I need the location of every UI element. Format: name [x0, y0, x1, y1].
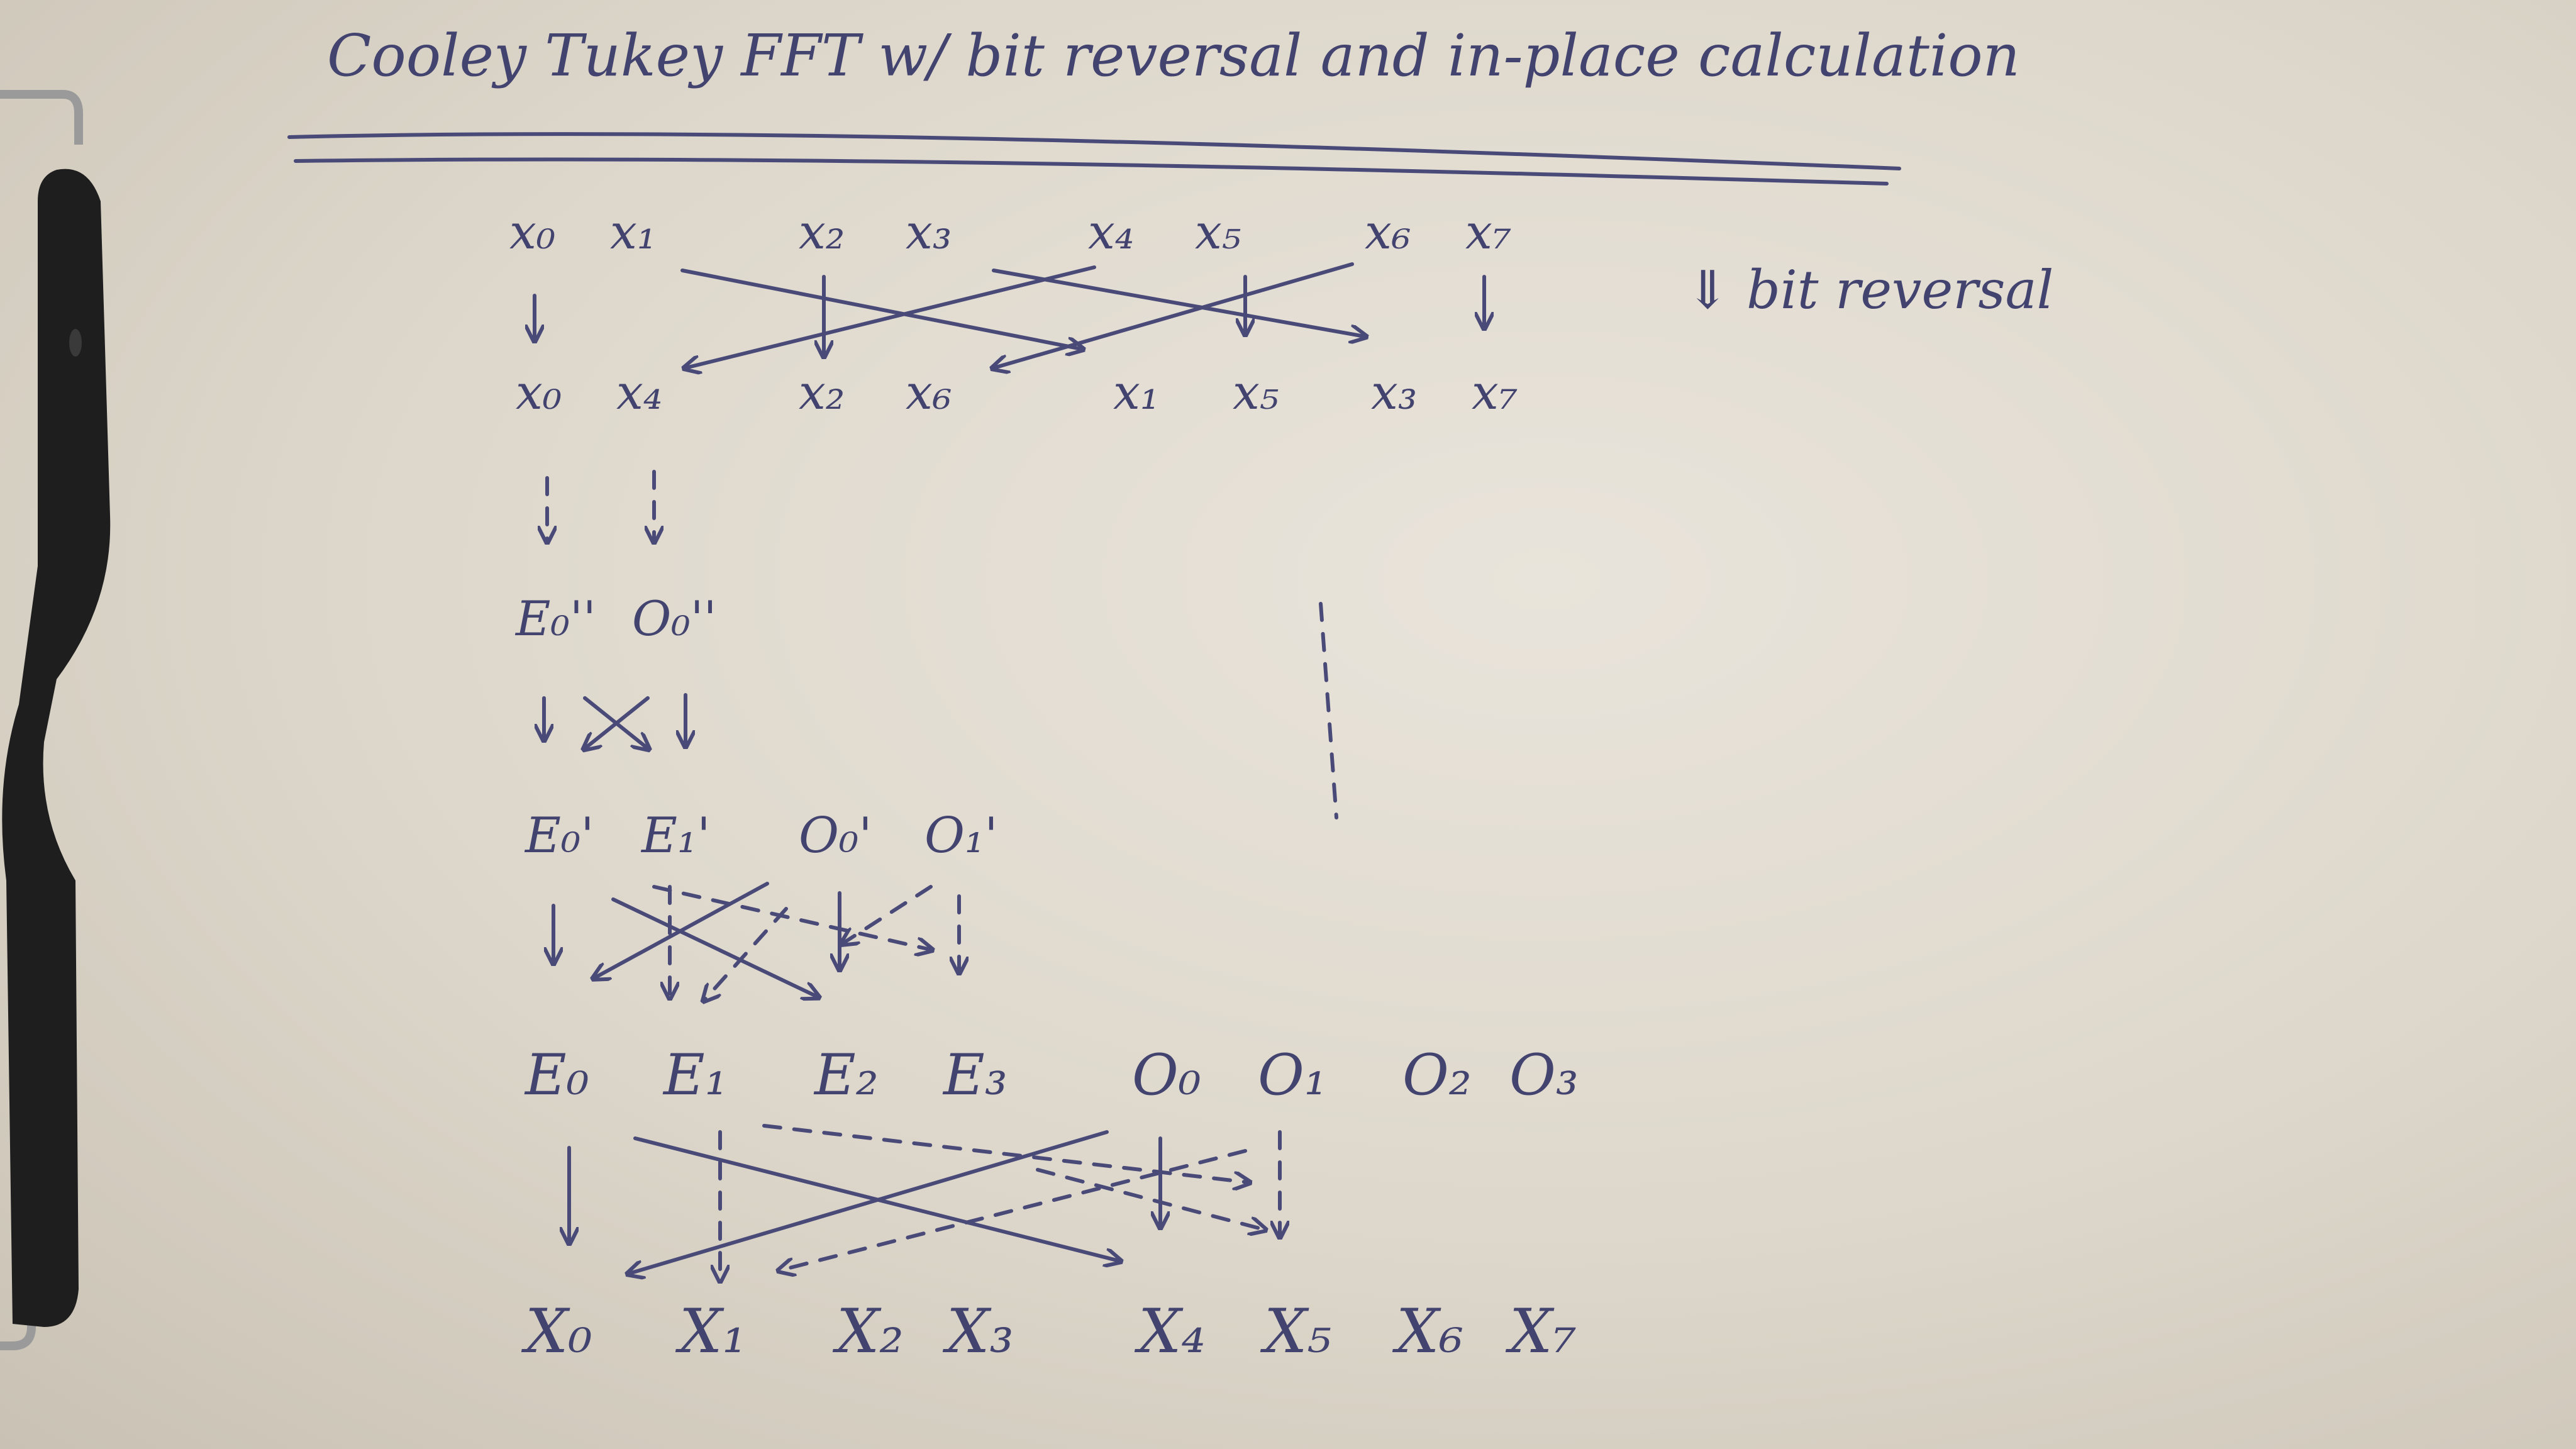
- output-row-label-2: X₂: [832, 1296, 904, 1367]
- stage1-arrows: [547, 470, 654, 541]
- stage2-row-label-1: E₁': [640, 808, 711, 864]
- stage3-row-label-4: O₀: [1132, 1042, 1201, 1108]
- stage3-row-label-2: E₂: [813, 1042, 879, 1108]
- output-row-label-4: X₄: [1134, 1296, 1206, 1367]
- stage2-row-label-3: O₁': [924, 808, 998, 864]
- input-row-label-5: x₅: [1195, 204, 1241, 260]
- input-row-label-4: x₄: [1088, 204, 1134, 260]
- reversed-row-label-5: x₅: [1233, 364, 1279, 420]
- output-row: X₀ X₁ X₂ X₃ X₄ X₅ X₆ X₇: [521, 1296, 1577, 1367]
- output-row-label-1: X₁: [675, 1296, 747, 1367]
- input-row-label-0: x₀: [509, 204, 555, 260]
- reversed-row-label-6: x₃: [1371, 364, 1417, 420]
- title-underline-2: [294, 157, 1889, 186]
- bit-reversal-note: ⇓ bit reversal: [1685, 259, 2053, 321]
- stage1-row-label-0: E₀'': [514, 591, 596, 647]
- stage2-butterfly: [544, 693, 686, 748]
- reversed-row-label-3: x₆: [906, 364, 952, 420]
- output-row-label-6: X₆: [1392, 1296, 1463, 1367]
- output-row-label-7: X₇: [1505, 1296, 1577, 1367]
- page-title: Cooley Tukey FFT w/ bit reversal and in-…: [327, 22, 2020, 89]
- stage1-row: E₀'' O₀'': [514, 591, 717, 647]
- ellipsis-dots: [1319, 602, 1338, 819]
- stage3-row-label-0: E₀: [524, 1042, 589, 1108]
- stage3-row-label-3: E₃: [942, 1042, 1008, 1108]
- stage2-row: E₀' E₁' O₀' O₁': [524, 808, 998, 864]
- input-row-label-2: x₂: [799, 204, 845, 260]
- stage3-row-label-7: O₃: [1509, 1042, 1579, 1108]
- input-row-label-6: x₆: [1365, 204, 1411, 260]
- stage2-row-label-0: E₀': [524, 808, 594, 864]
- reversed-row-label-2: x₂: [799, 364, 845, 420]
- bit-reversal-arrows: [535, 262, 1484, 368]
- output-row-label-0: X₀: [521, 1296, 592, 1367]
- input-row-label-7: x₇: [1465, 204, 1511, 260]
- stage3-row-label-5: O₁: [1258, 1042, 1327, 1108]
- stage3-row-label-6: O₂: [1402, 1042, 1472, 1108]
- input-row-label-3: x₃: [906, 204, 952, 260]
- reversed-row-label-0: x₀: [516, 364, 562, 420]
- reversed-row-label-7: x₇: [1472, 364, 1518, 420]
- output-row-label-5: X₅: [1260, 1296, 1331, 1367]
- reversed-row: x₀ x₄ x₂ x₆ x₁ x₅ x₃ x₇: [516, 364, 1518, 420]
- stage3-row-label-1: E₁: [662, 1042, 728, 1108]
- input-row-label-1: x₁: [610, 204, 656, 260]
- output-row-label-3: X₃: [942, 1296, 1014, 1367]
- binder-clip: [0, 90, 111, 1350]
- stage3-row: E₀ E₁ E₂ E₃ O₀ O₁ O₂ O₃: [524, 1042, 1579, 1108]
- stage1-row-label-1: O₀'': [632, 591, 717, 647]
- title-underline-1: [287, 132, 1901, 170]
- stage4-butterflies: [569, 1124, 1280, 1280]
- stage3-butterflies: [553, 882, 959, 1000]
- reversed-row-label-1: x₄: [616, 364, 662, 420]
- stage2-row-label-2: O₀': [799, 808, 872, 864]
- input-row: x₀ x₁ x₂ x₃ x₄ x₅ x₆ x₇: [509, 204, 1511, 260]
- reversed-row-label-4: x₁: [1113, 364, 1159, 420]
